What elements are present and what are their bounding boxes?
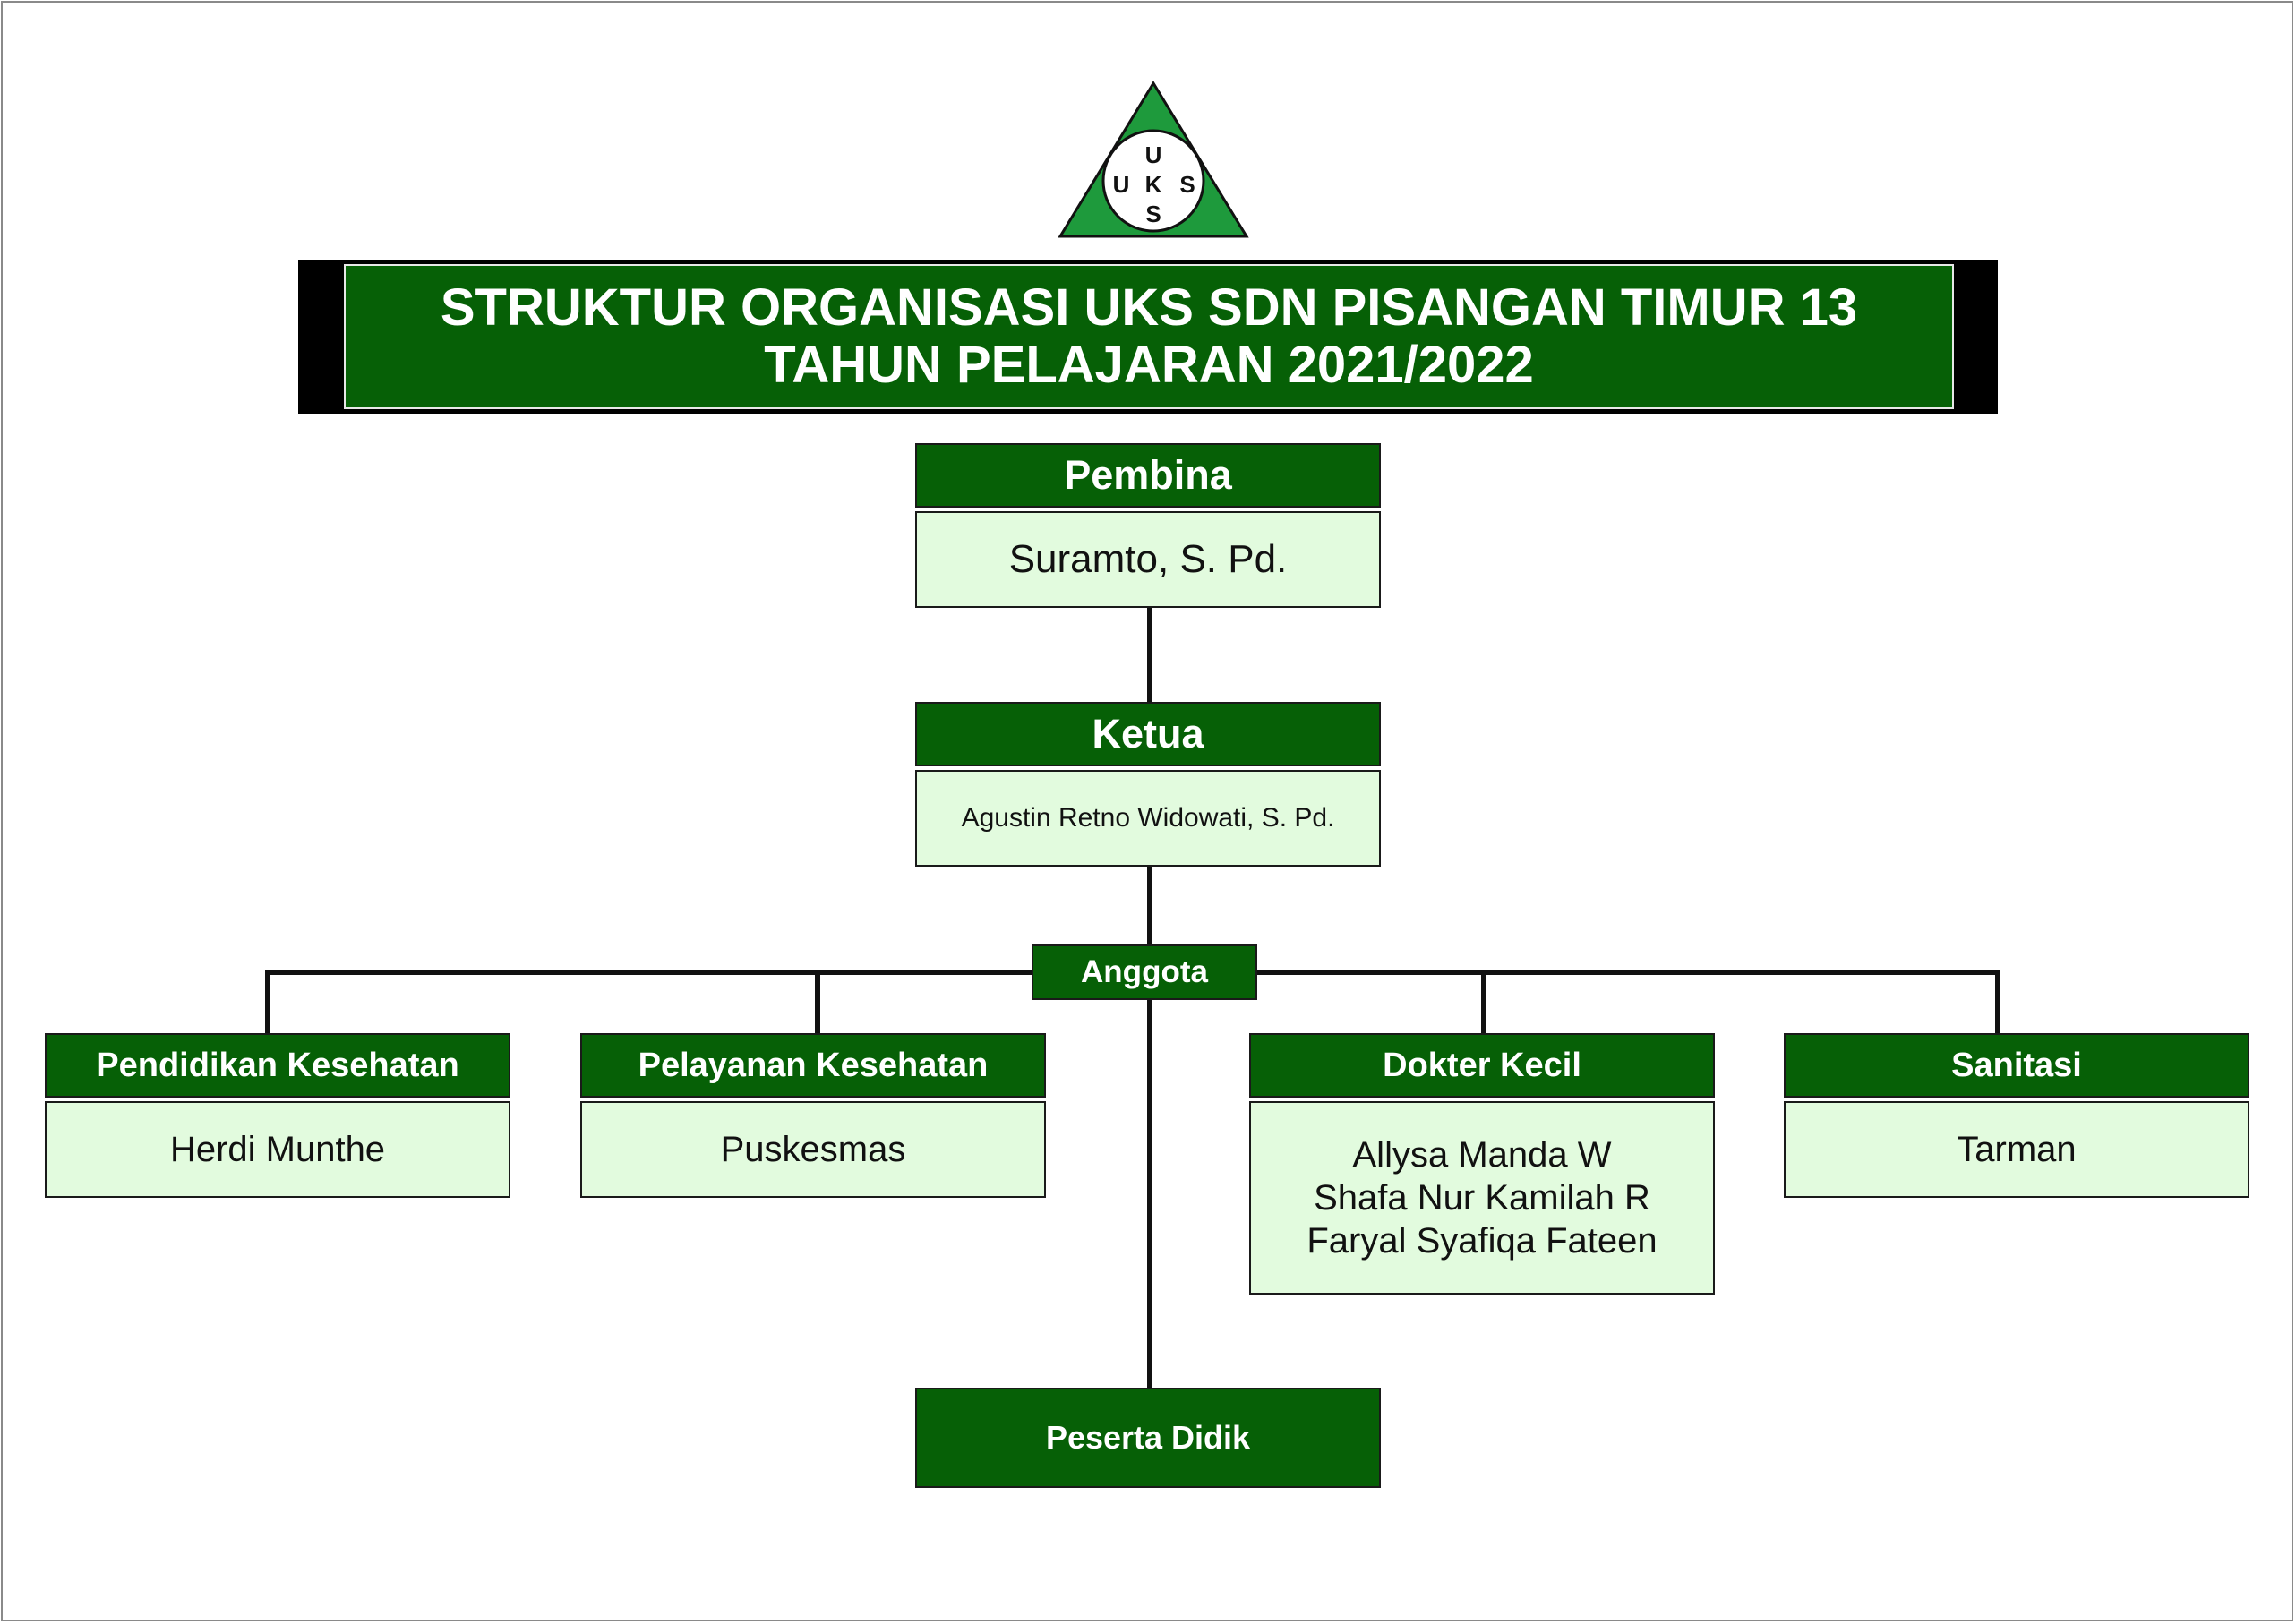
title-line-2: TAHUN PELAJARAN 2021/2022	[764, 336, 1534, 394]
division-role: Pendidikan Kesehatan	[96, 1046, 459, 1084]
logo-letter-bottom: S	[1145, 201, 1161, 227]
connector-drop-4	[1995, 970, 2000, 1035]
pembina-role: Pembina	[1064, 452, 1232, 498]
logo-letter-left: U	[1112, 171, 1130, 198]
division-cell: Tarman	[1784, 1101, 2249, 1198]
division-cell: Herdi Munthe	[45, 1101, 510, 1198]
logo-letter-center: K	[1144, 171, 1162, 198]
division-members: Puskesmas	[720, 1129, 906, 1169]
title-line-1: STRUKTUR ORGANISASI UKS SDN PISANGAN TIM…	[440, 278, 1858, 337]
connector-drop-2	[815, 970, 820, 1035]
division-cell: Puskesmas	[580, 1101, 1046, 1198]
division-header: Dokter Kecil	[1249, 1033, 1715, 1098]
connector-pembina-ketua	[1147, 605, 1152, 704]
connector-ketua-anggota	[1147, 865, 1152, 946]
division-members: Tarman	[1957, 1129, 2077, 1169]
logo-letter-right: S	[1179, 171, 1195, 198]
division-members: Allysa Manda W Shafa Nur Kamilah R Farya…	[1306, 1135, 1658, 1261]
ketua-role: Ketua	[1092, 711, 1204, 756]
connector-drop-1	[265, 970, 270, 1035]
division-role: Sanitasi	[1951, 1046, 2082, 1084]
ketua-header: Ketua	[915, 702, 1381, 766]
logo-letter-top: U	[1144, 141, 1162, 168]
peserta-didik-box: Peserta Didik	[915, 1388, 1381, 1488]
division-header: Pelayanan Kesehatan	[580, 1033, 1046, 1098]
pembina-name: Suramto, S. Pd.	[1008, 537, 1288, 581]
pembina-cell: Suramto, S. Pd.	[915, 511, 1381, 608]
division-cell: Allysa Manda W Shafa Nur Kamilah R Farya…	[1249, 1101, 1715, 1295]
anggota-box: Anggota	[1032, 944, 1257, 1000]
connector-anggota-peserta	[1147, 998, 1152, 1390]
title-banner: STRUKTUR ORGANISASI UKS SDN PISANGAN TIM…	[344, 264, 1954, 409]
division-members: Herdi Munthe	[169, 1129, 386, 1169]
anggota-label: Anggota	[1081, 954, 1208, 989]
peserta-didik-label: Peserta Didik	[1045, 1419, 1251, 1456]
ketua-cell: Agustin Retno Widowati, S. Pd.	[915, 770, 1381, 867]
division-role: Dokter Kecil	[1383, 1046, 1581, 1084]
division-header: Pendidikan Kesehatan	[45, 1033, 510, 1098]
uks-logo: U U K S S	[1057, 79, 1250, 242]
ketua-name: Agustin Retno Widowati, S. Pd.	[961, 803, 1335, 833]
division-role: Pelayanan Kesehatan	[638, 1046, 989, 1084]
connector-drop-3	[1481, 970, 1486, 1035]
uks-logo-graphic	[1058, 81, 1249, 238]
division-header: Sanitasi	[1784, 1033, 2249, 1098]
pembina-header: Pembina	[915, 443, 1381, 508]
